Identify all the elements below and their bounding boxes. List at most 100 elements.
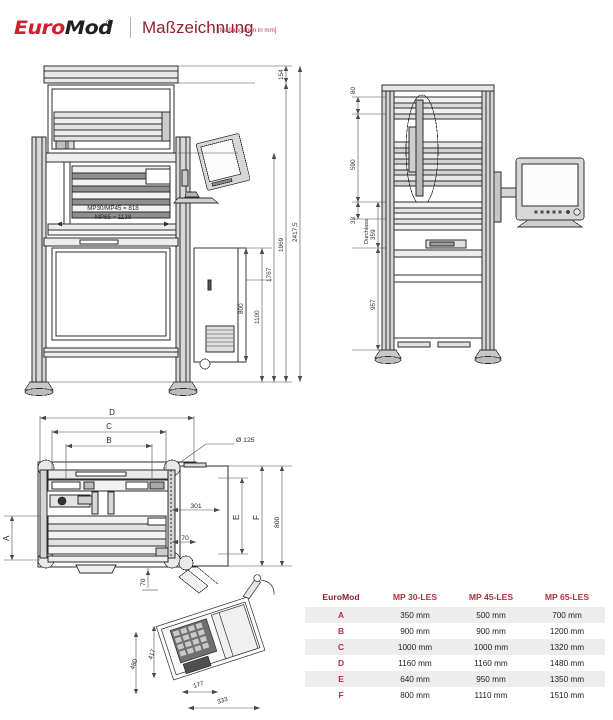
dim-1100: 1100	[254, 310, 261, 324]
plan-handle	[75, 564, 117, 574]
cell-mp30: 640 mm	[377, 671, 453, 687]
upper-slat-stack	[53, 111, 171, 142]
cell-mp65: 1320 mm	[529, 639, 605, 655]
header-divider	[130, 17, 131, 38]
dim-1767: 1767	[266, 267, 273, 282]
plan-diameter-leader	[177, 443, 234, 465]
monitor-stand	[516, 219, 584, 228]
cell-mp30: 900 mm	[377, 623, 453, 639]
dim-1969: 1969	[278, 237, 285, 252]
plan-console-linkage	[178, 565, 219, 594]
front-note-line1: MP30/MP45 = 818	[87, 205, 139, 212]
top-view-drawing: D C B A Ø 125	[0, 400, 320, 600]
dim-70-b: 70	[140, 578, 147, 586]
table-col-mp30: MP 30-LES	[377, 588, 453, 607]
front-view-dimension-chain	[44, 65, 303, 383]
registered-mark: ®	[106, 18, 113, 28]
cell-mp65: 700 mm	[529, 607, 605, 623]
cell-mp30: 800 mm	[377, 687, 453, 703]
cell-mp45: 900 mm	[453, 623, 529, 639]
monitor-arm-horizontal	[500, 187, 518, 198]
row-label: E	[305, 671, 377, 687]
plan-right-dimensions	[218, 465, 292, 567]
cell-mp65: 1200 mm	[529, 623, 605, 639]
detail-dimensions	[133, 626, 260, 711]
side-post-left	[381, 86, 395, 351]
table-header-row: EuroMod MP 30-LES MP 45-LES MP 65-LES	[305, 588, 605, 607]
row-label: A	[305, 607, 377, 623]
plan-label-A: A	[2, 535, 11, 541]
console-detail-drawing: 480 417 177 333	[129, 574, 310, 720]
page-title: Maßzeichnung	[142, 18, 254, 37]
side-view-dimension-chain	[352, 96, 386, 351]
plan-top-dimensions	[39, 415, 195, 480]
logo-euro-text: Euro	[14, 17, 65, 39]
table-row: C 1000 mm 1000 mm 1320 mm	[305, 639, 605, 655]
dim-diameter-125: Ø 125	[236, 437, 255, 444]
foot-left	[24, 381, 54, 391]
dim-70-a: 70	[181, 535, 189, 542]
cell-mp65: 1480 mm	[529, 655, 605, 671]
row-label: C	[305, 639, 377, 655]
cell-mp30: 1160 mm	[377, 655, 453, 671]
dim-301: 301	[190, 503, 202, 510]
dim-800-plan: 800	[274, 516, 281, 528]
cell-mp45: 950 mm	[453, 671, 529, 687]
cell-mp65: 1510 mm	[529, 687, 605, 703]
dim-480: 480	[129, 658, 139, 671]
monitor-arm-vertical	[493, 171, 502, 223]
console-mount-arm	[242, 579, 262, 599]
row-label: B	[305, 623, 377, 639]
top-crossbeam	[43, 65, 179, 84]
cabinet-vent	[205, 325, 235, 353]
dim-800: 800	[238, 303, 245, 314]
table-row: E 640 mm 950 mm 1350 mm	[305, 671, 605, 687]
table-row: A 350 mm 500 mm 700 mm	[305, 607, 605, 623]
plan-label-C: C	[106, 422, 112, 431]
table-row: B 900 mm 900 mm 1200 mm	[305, 623, 605, 639]
plan-left-dimension-A	[4, 515, 40, 561]
cell-mp45: 1110 mm	[453, 687, 529, 703]
dim-333: 333	[216, 696, 229, 706]
internal-width-dimension	[56, 221, 170, 227]
lower-slat-stack	[71, 165, 171, 219]
console-display	[182, 655, 212, 675]
cell-mp65: 1350 mm	[529, 671, 605, 687]
plan-label-D: D	[109, 408, 115, 417]
plan-label-F: F	[252, 515, 261, 520]
table-row: F 800 mm 1110 mm 1510 mm	[305, 687, 605, 703]
frame-post-left	[31, 136, 47, 383]
bottom-rail	[43, 347, 179, 358]
table-row: D 1160 mm 1160 mm 1480 mm	[305, 655, 605, 671]
plan-inner-dimensions	[172, 507, 220, 545]
operator-monitor-front	[196, 133, 251, 191]
plan-label-E: E	[232, 515, 241, 520]
front-view-drawing: MP30/MP45 = 818 MP65 = 1138	[0, 52, 340, 396]
row-label: F	[305, 687, 377, 703]
plan-lower-dimension-70	[142, 568, 158, 591]
drive-module-row	[47, 479, 169, 492]
monitor-arm	[184, 191, 200, 198]
side-mid-slats	[393, 201, 483, 231]
dim-417: 417	[147, 648, 157, 661]
page-header: EuroMod® Maßzeichnung [Maßangaben in mm]	[0, 0, 613, 52]
euromod-logo: EuroMod®	[14, 18, 113, 38]
table-col-mp45: MP 45-LES	[453, 588, 529, 607]
side-lower-window	[393, 281, 483, 339]
cell-mp45: 500 mm	[453, 607, 529, 623]
cell-mp30: 1000 mm	[377, 639, 453, 655]
cell-mp45: 1160 mm	[453, 655, 529, 671]
dim-359: 359	[370, 229, 377, 240]
dim-590: 590	[350, 159, 357, 170]
label-durchlass: Durchlass	[364, 219, 370, 244]
plan-side-platform	[179, 465, 229, 567]
dim-177: 177	[192, 680, 205, 690]
front-note-line2: MP65 = 1138	[95, 214, 132, 221]
operator-monitor-side	[515, 157, 585, 228]
cell-mp30: 350 mm	[377, 607, 453, 623]
side-post-right	[481, 86, 495, 351]
logo-mod-text: Mod	[64, 17, 113, 39]
specification-table: EuroMod MP 30-LES MP 45-LES MP 65-LES A …	[305, 588, 605, 703]
plan-label-B: B	[106, 436, 111, 445]
